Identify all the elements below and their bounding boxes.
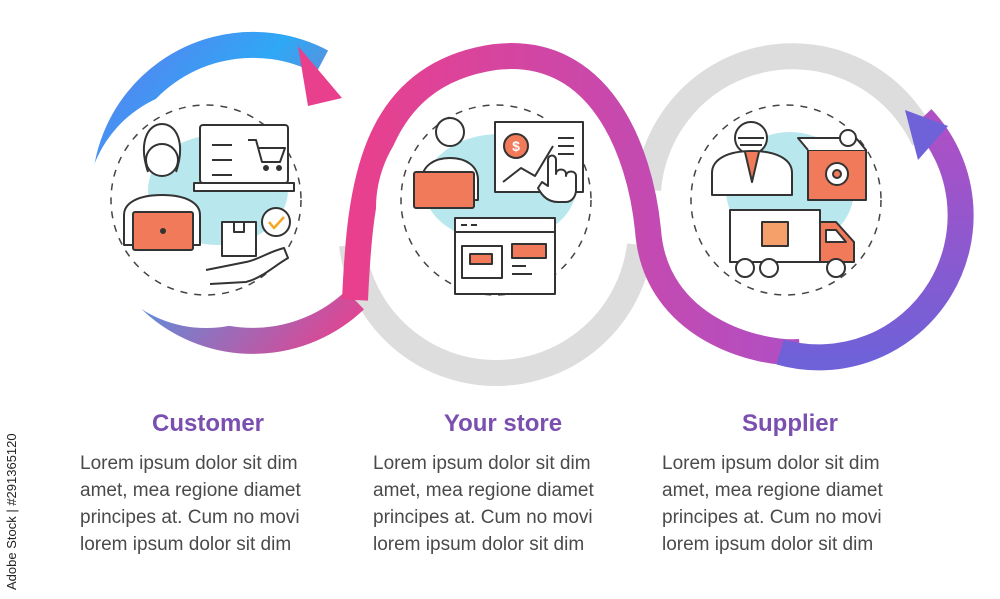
stock-id-label: Adobe Stock | #291365120 [4, 433, 19, 590]
step-title-customer: Customer [78, 410, 338, 438]
description-line: lorem ipsum dolor sit dim [662, 531, 932, 558]
description-line: lorem ipsum dolor sit dim [373, 531, 643, 558]
description-line: principes at. Cum no movi [373, 504, 643, 531]
description-line: Lorem ipsum dolor sit dim [80, 450, 350, 477]
description-line: lorem ipsum dolor sit dim [80, 531, 350, 558]
step-description-customer: Lorem ipsum dolor sit dim amet, mea regi… [80, 450, 350, 558]
step-title-your-store: Your store [373, 410, 633, 438]
description-line: principes at. Cum no movi [80, 504, 350, 531]
description-line: Lorem ipsum dolor sit dim [662, 450, 932, 477]
description-line: principes at. Cum no movi [662, 504, 932, 531]
svg-text:$: $ [512, 138, 520, 154]
description-line: amet, mea regione diamet [80, 477, 350, 504]
description-line: amet, mea regione diamet [662, 477, 932, 504]
step-description-supplier: Lorem ipsum dolor sit dim amet, mea regi… [662, 450, 932, 558]
step-description-your-store: Lorem ipsum dolor sit dim amet, mea regi… [373, 450, 643, 558]
description-line: Lorem ipsum dolor sit dim [373, 450, 643, 477]
description-line: amet, mea regione diamet [373, 477, 643, 504]
step-title-supplier: Supplier [660, 410, 920, 438]
